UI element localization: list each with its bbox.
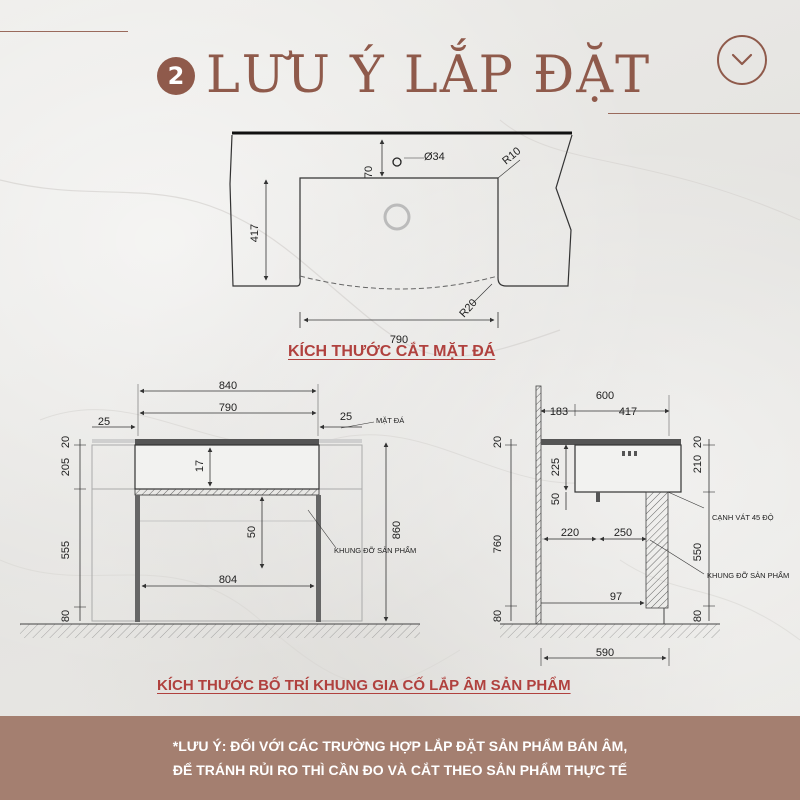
dim-417: 417 [249,224,261,242]
dim-840: 840 [219,380,237,392]
dim-183: 183 [550,406,568,418]
dim-760: 760 [492,535,504,553]
tap-hole [392,157,402,167]
side-stone-top [541,439,681,445]
chevron-down-button[interactable] [717,35,767,85]
label-bevel: CẠNH VÁT 45 ĐỘ [712,513,774,522]
dim-80-front: 80 [60,610,72,622]
top-view: 417 70 Ø34 R10 R20 790 [229,131,573,346]
dim-600: 600 [596,390,614,402]
dim-r10: R10 [500,145,523,167]
frame-bar [134,488,320,496]
dim-17: 17 [194,460,206,472]
dim-70: 70 [363,166,375,178]
label-frame-front: KHUNG ĐỠ SẢN PHẨM [334,546,416,555]
dim-417-side: 417 [619,406,637,418]
dim-250: 250 [614,527,632,539]
header-rule-left [0,31,128,32]
side-ground [500,624,720,638]
label-frame-side: KHUNG ĐỠ SẢN PHẨM [707,571,789,580]
top-view-caption: KÍCH THƯỚC CẮT MẶT ĐÁ [288,343,496,360]
dim-50-side: 50 [550,493,562,505]
side-wall [535,385,542,625]
dim-590: 590 [596,647,614,659]
dim-804: 804 [219,574,237,586]
dim-225: 225 [550,458,562,476]
side-frame-panel [645,491,669,609]
note-line-1: *LƯU Ý: ĐỐI VỚI CÁC TRƯỜNG HỢP LẮP ĐẶT S… [172,738,628,754]
dim-25-right: 25 [340,411,352,423]
dim-20-front: 20 [60,436,72,448]
header-rule-right [608,113,800,114]
basin-curve [299,275,499,290]
dim-hole-diameter: Ø34 [424,151,445,163]
chevron-down-icon [731,53,753,66]
dim-25-left: 25 [98,416,110,428]
dim-210: 210 [692,455,704,473]
dim-80-side-right: 80 [692,610,704,622]
dim-20-side-left: 20 [492,436,504,448]
dim-r20: R20 [457,297,479,320]
dim-220: 220 [561,527,579,539]
cutout-outline [229,134,573,287]
note-line-2: ĐỂ TRÁNH RỦI RO THÌ CẦN ĐO VÀ CẮT THEO S… [172,762,628,778]
dim-97: 97 [610,591,622,603]
front-ground [20,624,420,638]
dim-790-front: 790 [219,402,237,414]
basin-body [134,444,320,490]
page-title: LƯU Ý LẮP ĐẶT [206,46,652,105]
step-badge: 2 [157,57,195,95]
drain-hole [383,203,411,231]
side-view: 600 183 417 20 20 225 210 50 760 550 220… [492,385,789,666]
dim-550: 550 [692,543,704,561]
dim-555: 555 [60,541,72,559]
stone-top-slab [135,439,319,445]
note-band: *LƯU Ý: ĐỐI VỚI CÁC TRƯỜNG HỢP LẮP ĐẶT S… [0,716,800,800]
dim-80-side-left: 80 [492,610,504,622]
dim-860: 860 [391,521,403,539]
dim-790-top: 790 [390,334,408,346]
dim-20-side-right: 20 [692,436,704,448]
layout-caption: KÍCH THƯỚC BỐ TRÍ KHUNG GIA CỐ LẮP ÂM SẢ… [157,677,571,694]
dim-50-front: 50 [246,526,258,538]
front-view: 840 790 25 25 MẶT ĐÁ 20 205 555 80 17 50… [20,380,420,638]
label-stone-top: MẶT ĐÁ [376,416,404,425]
dim-205: 205 [60,458,72,476]
